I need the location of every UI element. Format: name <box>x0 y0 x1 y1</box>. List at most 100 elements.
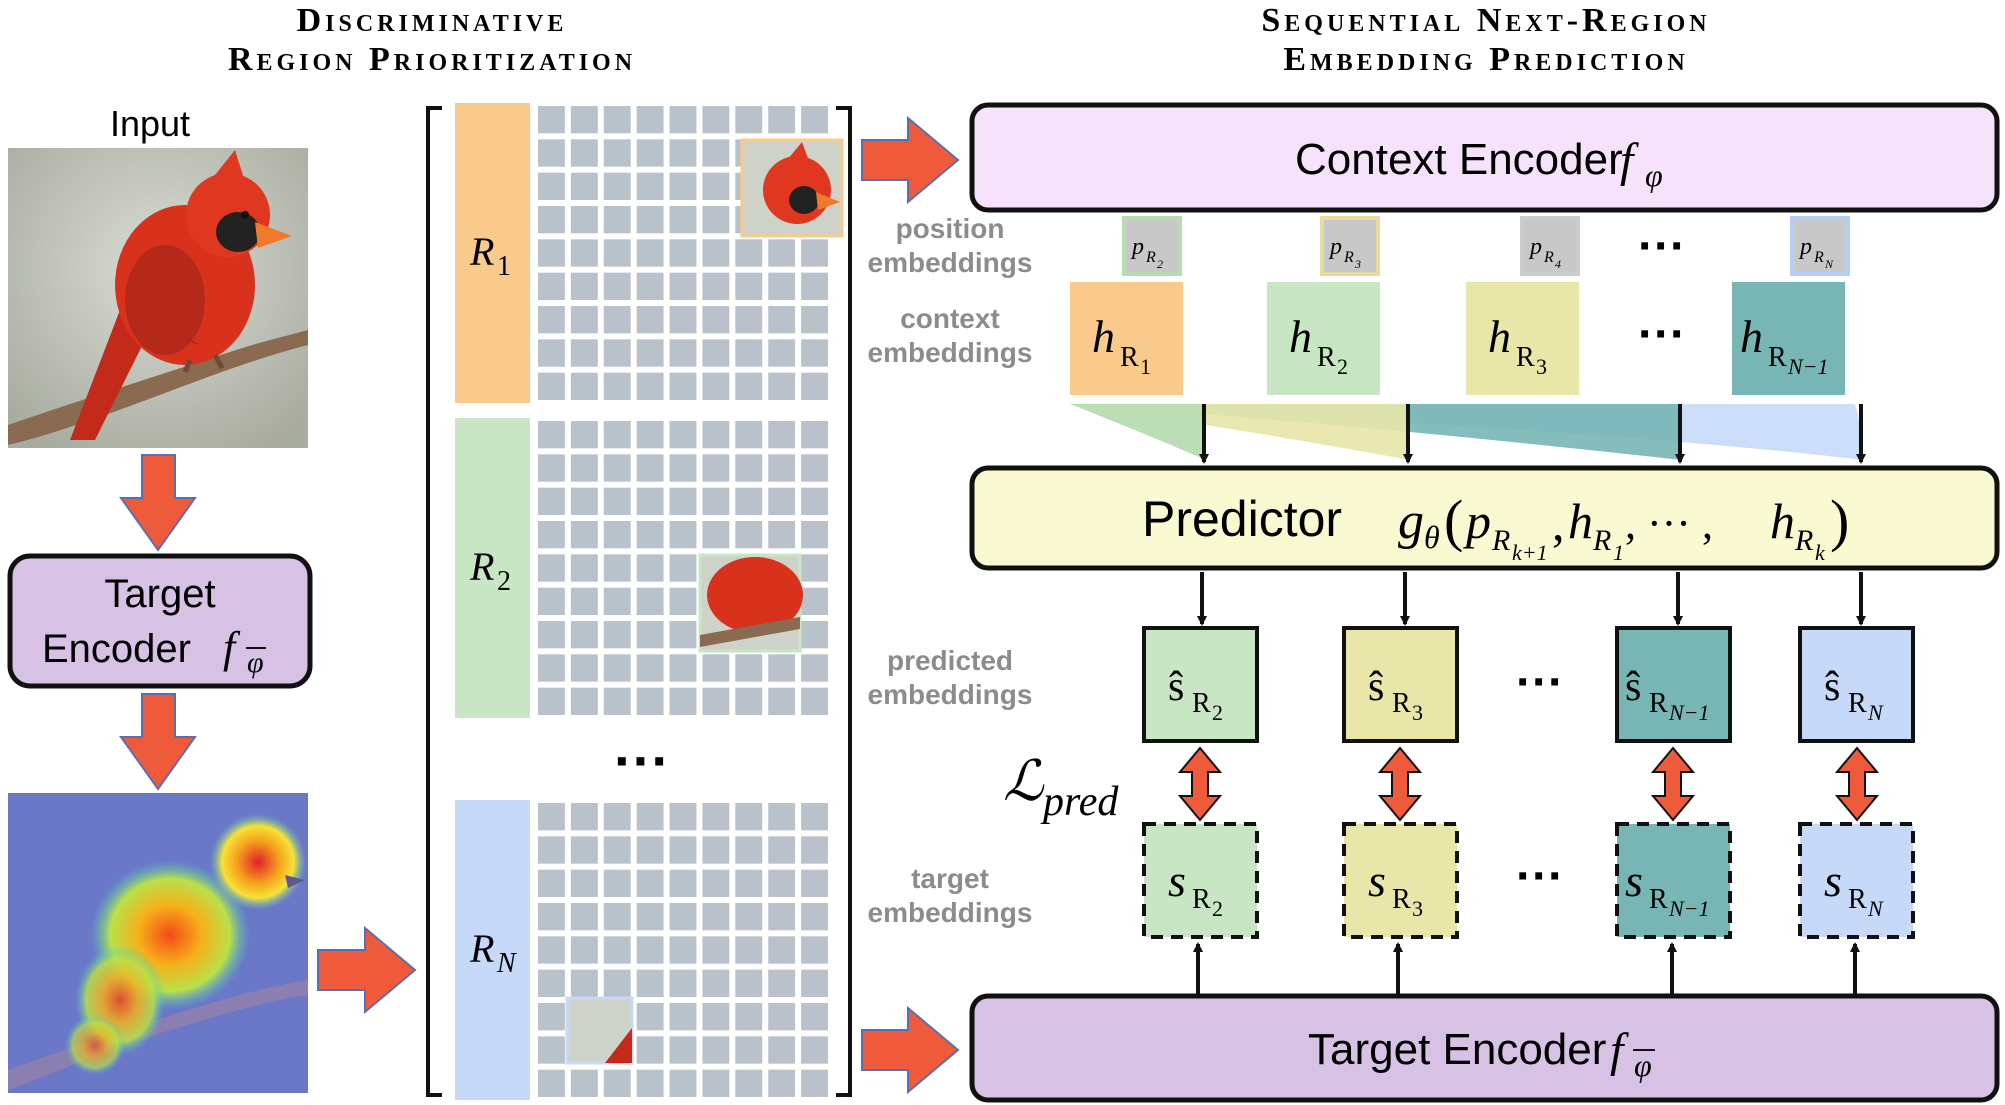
position-embedding-subsub: 2 <box>1157 257 1163 271</box>
context-embedding-subsub: 3 <box>1536 354 1547 379</box>
predictor-hk: h <box>1770 493 1795 549</box>
position-embedding-box <box>1520 216 1580 276</box>
context-embedding-subsub: N−1 <box>1787 354 1829 379</box>
position-ellipsis: ··· <box>1638 220 1686 273</box>
predictor-dots: , ··· , <box>1625 499 1713 548</box>
loss-L: ℒ <box>1003 751 1045 813</box>
position-embedding-box <box>1790 216 1850 276</box>
position-embedding-sub: R <box>1543 249 1554 266</box>
predictor-p-subsub: k+1 <box>1512 540 1548 565</box>
label-predicted-1: predicted <box>887 645 1013 676</box>
label-position-1: position <box>896 213 1005 244</box>
heading-left: Discriminative Region Prioritization <box>228 2 632 78</box>
predictor-h1-sub: R <box>1592 524 1611 557</box>
target-embedding-s: s <box>1625 855 1643 906</box>
loss-double-arrow-2 <box>1377 746 1423 822</box>
region-patch-grid <box>535 103 831 403</box>
region-color-bar <box>455 103 530 403</box>
predicted-ellipsis: ··· <box>1516 656 1564 709</box>
predicted-embedding-sub: R <box>1192 688 1211 719</box>
predicted-embedding-subsub: N <box>1867 700 1884 725</box>
target-embedding-s: s <box>1824 855 1842 906</box>
loss-double-arrow-3 <box>1650 746 1696 822</box>
loss-sub: pred <box>1040 779 1119 825</box>
context-embedding-h: h <box>1092 311 1115 362</box>
context-aggregation-fans <box>1070 404 1862 460</box>
context-encoder: Context Encoder f φ <box>969 102 2000 213</box>
target-embedding-s: s <box>1368 855 1386 906</box>
row-labels: position embeddings context embeddings p… <box>868 213 1033 928</box>
context-ellipsis: ··· <box>1638 308 1686 361</box>
region-label: R <box>469 544 494 589</box>
predictor-hk-subsub: k <box>1815 540 1826 565</box>
position-embedding-p: p <box>1130 234 1144 260</box>
target-embedding-sub: R <box>1848 884 1867 915</box>
attention-heatmap-image <box>8 793 308 1093</box>
arrow-to-target-encoder <box>861 1005 960 1095</box>
context-embedding-h: h <box>1488 311 1511 362</box>
predictor-h1-subsub: 1 <box>1613 540 1624 565</box>
label-context-1: context <box>900 303 1000 334</box>
region-thumbnail <box>740 138 844 238</box>
predicted-embedding-s: ŝ <box>1625 664 1641 710</box>
region-label-sub: 2 <box>497 566 511 597</box>
predictor: Predictor g θ ( p R k+1 , h R 1 , ··· , … <box>969 465 2000 571</box>
context-encoder-sub: φ <box>1645 157 1663 193</box>
predicted-embedding-sub: R <box>1848 688 1867 719</box>
arrows-predictor-to-predicted <box>1197 572 1866 626</box>
target-embedding-sub: R <box>1392 884 1411 915</box>
predicted-embedding-box <box>1615 626 1732 743</box>
position-embedding-subsub: N <box>1824 257 1834 271</box>
target-encoder-bottom-label: Target Encoder <box>1308 1025 1606 1074</box>
predicted-embedding-box <box>1798 626 1915 743</box>
label-predicted-2: embeddings <box>868 679 1033 710</box>
target-embedding-box <box>1615 822 1732 939</box>
input-bird-image <box>8 148 308 448</box>
position-embedding-sub: R <box>1813 249 1824 266</box>
position-embedding-box <box>1320 216 1380 276</box>
position-embedding-subsub: 3 <box>1354 257 1361 271</box>
context-embedding-box <box>1466 282 1579 395</box>
target-encoder-left-line2: Encoder <box>42 627 191 671</box>
region-ellipsis: ··· <box>614 729 670 792</box>
target-encoder-bottom-sub: φ <box>1634 1047 1652 1083</box>
target-encoder-left-line1: Target <box>104 572 215 616</box>
context-embedding-box <box>1070 282 1183 395</box>
label-context-2: embeddings <box>868 337 1033 368</box>
arrow-input-to-encoder <box>119 454 197 552</box>
position-embedding-sub: R <box>1145 249 1156 266</box>
predictor-h1: h <box>1568 493 1593 549</box>
target-embedding-box <box>1342 822 1459 939</box>
predictor-hk-sub: R <box>1794 524 1813 557</box>
context-embedding-sub: R <box>1317 342 1336 373</box>
context-embedding-subsub: 2 <box>1337 354 1348 379</box>
position-embedding-box <box>1122 216 1182 276</box>
prediction-loss: ℒ pred <box>1003 751 1119 825</box>
target-embedding-box <box>1798 822 1915 939</box>
target-embedding-sub: R <box>1649 884 1668 915</box>
position-embedding-subsub: 4 <box>1555 257 1561 271</box>
predicted-embedding-sub: R <box>1392 688 1411 719</box>
region-color-bar <box>455 800 530 1100</box>
position-embedding-sub: R <box>1343 249 1354 266</box>
context-encoder-label: Context Encoder <box>1295 135 1623 184</box>
input-label: Input <box>110 103 190 144</box>
